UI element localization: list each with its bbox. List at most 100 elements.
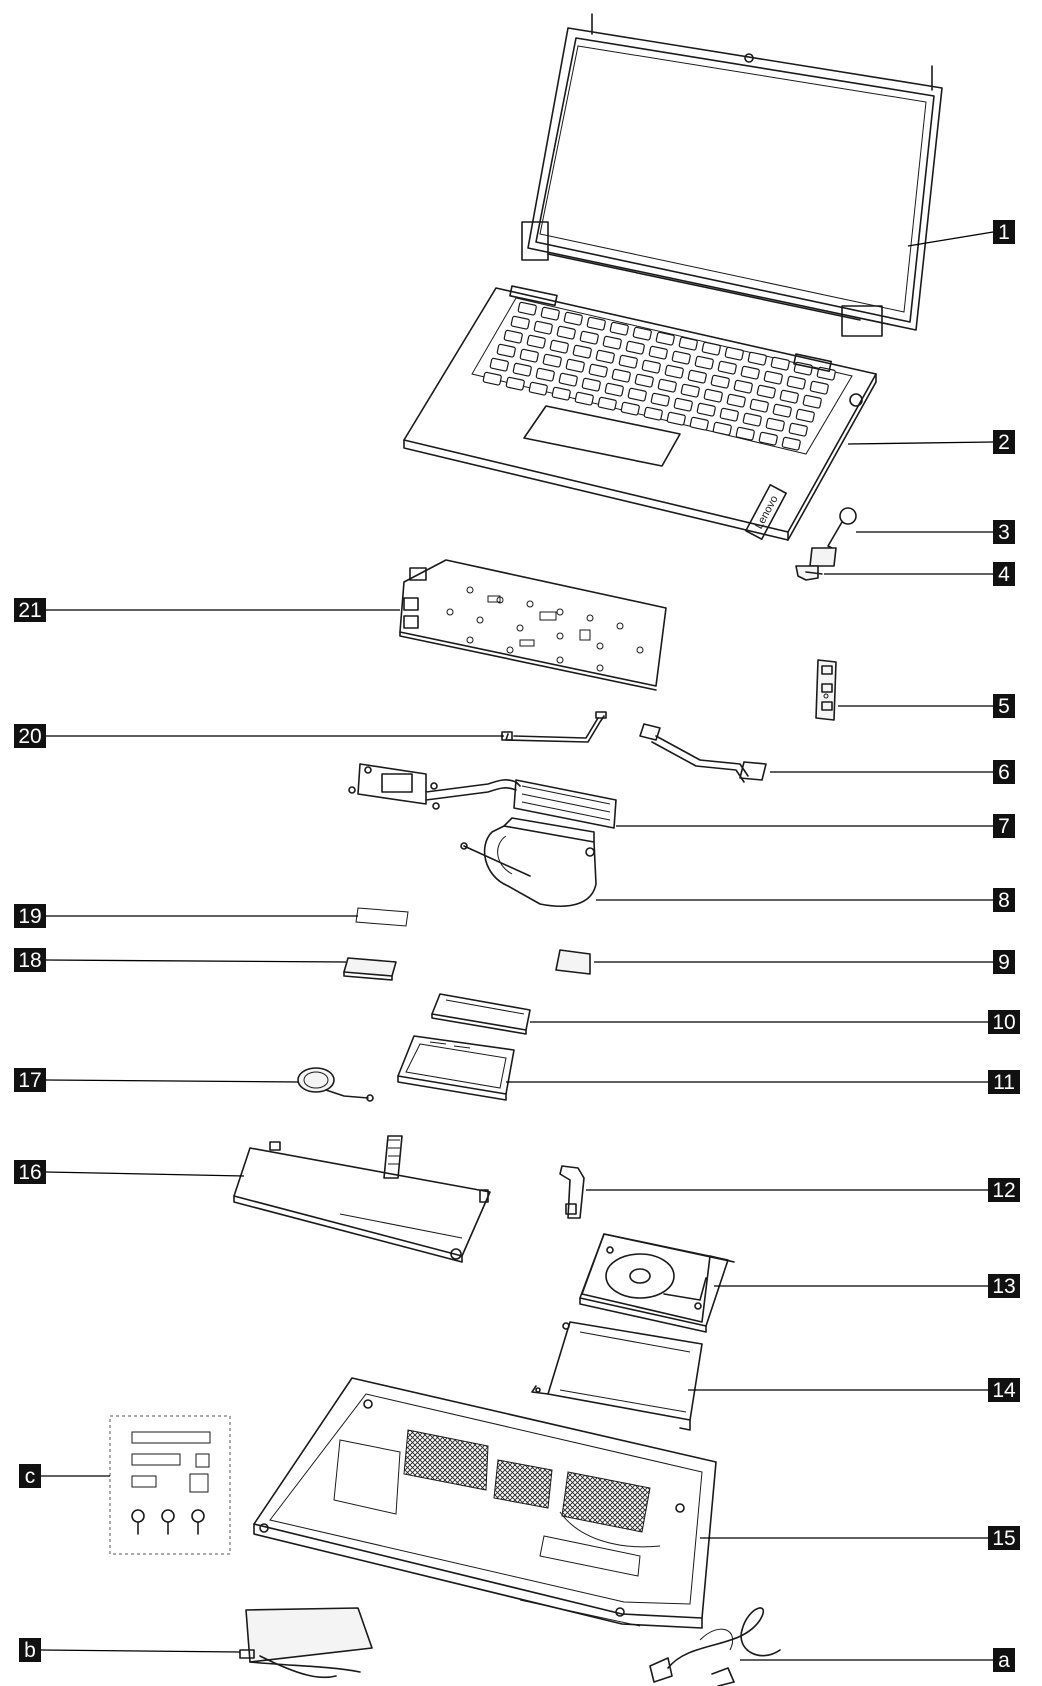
board-component <box>476 616 484 624</box>
callout-4: 4 <box>993 562 1015 586</box>
memory-module-part <box>431 993 531 1035</box>
callout-19: 19 <box>14 904 46 928</box>
keycap <box>588 363 608 378</box>
keycap <box>572 344 592 359</box>
keycap <box>526 334 546 349</box>
hdd-cable-part <box>559 1165 585 1219</box>
keycap <box>595 349 615 364</box>
keycap <box>770 356 790 371</box>
keycap <box>763 370 783 385</box>
keycap <box>565 358 585 373</box>
leader-line <box>45 1171 245 1177</box>
callout-label: 11 <box>993 1071 1015 1094</box>
callout-box <box>988 1070 1020 1094</box>
keycap <box>733 379 753 394</box>
keycap <box>712 421 732 436</box>
callout-box <box>14 1160 46 1184</box>
callout-box <box>19 1464 41 1488</box>
board-chip <box>539 611 557 621</box>
keycap <box>765 417 785 432</box>
callout-20: 20 <box>14 724 46 748</box>
drive-tray-part <box>397 1035 515 1101</box>
callout-label: a <box>998 1649 1010 1672</box>
keycap <box>586 316 606 331</box>
callout-17: 17 <box>14 1068 46 1092</box>
callout-label: 13 <box>992 1275 1015 1298</box>
keycap <box>809 380 829 395</box>
callout-box <box>993 220 1015 244</box>
keycap <box>673 397 693 412</box>
callout-label: 3 <box>998 521 1010 544</box>
screw-icon <box>131 1509 145 1535</box>
keycap <box>786 375 806 390</box>
keycap <box>694 355 714 370</box>
keycap <box>517 301 537 316</box>
board-component <box>466 586 474 594</box>
callout-label: 4 <box>998 563 1010 586</box>
keycap <box>634 373 654 388</box>
board-component <box>516 624 524 632</box>
keycap <box>788 422 808 437</box>
keycap <box>749 398 769 413</box>
keycap <box>627 387 647 402</box>
keycap <box>632 326 652 341</box>
keycap <box>747 351 767 366</box>
keycap <box>643 406 663 421</box>
power-cord-part <box>649 1607 781 1686</box>
keycap <box>581 377 601 392</box>
keycap <box>717 360 737 375</box>
io-board-cable-part <box>639 723 767 783</box>
keycap <box>556 325 576 340</box>
keycap <box>687 369 707 384</box>
keycap <box>641 359 661 374</box>
callout-label: 8 <box>998 889 1010 912</box>
keycap <box>703 388 723 403</box>
keycap <box>496 343 516 358</box>
callout-label: 12 <box>992 1179 1015 1202</box>
callout-label: 5 <box>998 695 1010 718</box>
keycap <box>740 365 760 380</box>
bracket-part <box>795 565 823 581</box>
callout-box <box>993 950 1015 974</box>
keycap <box>519 348 539 363</box>
callout-label: 21 <box>18 599 41 622</box>
keyboard-bezel-part: Lenovo <box>403 285 877 541</box>
screw-icon <box>161 1509 175 1535</box>
ac-adapter-part <box>239 1607 373 1679</box>
lcd-unit-part <box>521 13 943 337</box>
board-component <box>446 608 454 616</box>
keycap <box>551 386 571 401</box>
keycap <box>604 382 624 397</box>
keycap <box>735 426 755 441</box>
keycap <box>482 371 502 386</box>
keycap <box>655 331 675 346</box>
callout-box <box>993 562 1015 586</box>
keycap <box>772 403 792 418</box>
board-cable-part <box>501 711 607 743</box>
board-component <box>506 646 514 654</box>
callout-box <box>993 760 1015 784</box>
callout-box <box>19 1638 41 1662</box>
callout-5: 5 <box>993 694 1015 718</box>
keycap <box>597 396 617 411</box>
board-component <box>586 614 594 622</box>
keycap <box>719 407 739 422</box>
ssd-cover-part <box>555 949 591 975</box>
callout-10: 10 <box>988 1010 1020 1034</box>
keycap <box>689 416 709 431</box>
board-component <box>596 642 604 650</box>
board-chip <box>579 629 591 641</box>
callout-box <box>993 430 1015 454</box>
callout-label: 7 <box>998 815 1010 838</box>
keycap <box>696 402 716 417</box>
callout-16: 16 <box>14 1160 46 1184</box>
power-button-board-part <box>809 507 857 567</box>
keycap <box>528 381 548 396</box>
callout-box <box>988 1378 1020 1402</box>
keycap <box>512 362 532 377</box>
callout-box <box>993 694 1015 718</box>
keycap <box>650 392 670 407</box>
callout-label: 10 <box>992 1011 1015 1034</box>
